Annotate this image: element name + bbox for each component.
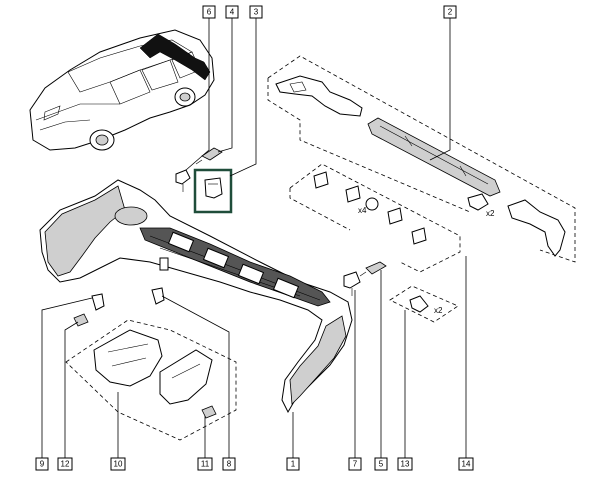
part-13-clip	[409, 295, 429, 313]
part-2-assembly	[267, 55, 576, 263]
callout-9: 9	[35, 457, 49, 471]
svg-text:10: 10	[114, 460, 123, 469]
part-14-outline	[289, 163, 461, 273]
part-5-screw	[359, 261, 387, 277]
callout-7: 7	[348, 457, 362, 471]
svg-text:8: 8	[227, 460, 232, 469]
svg-text:12: 12	[61, 460, 70, 469]
quantity-label-x2-bracket: x2	[486, 209, 495, 218]
part-4-screw	[195, 147, 223, 165]
svg-text:7: 7	[353, 460, 358, 469]
callout-8: 8	[222, 457, 236, 471]
svg-text:4: 4	[230, 8, 235, 17]
svg-text:3: 3	[254, 8, 259, 17]
callout-4: 4	[225, 5, 239, 19]
bumper-body	[39, 179, 353, 414]
leader-lines	[41, 18, 467, 458]
callout-6: 6	[202, 5, 216, 19]
part-3-highlight	[193, 168, 233, 214]
callout-13: 13	[397, 457, 413, 471]
svg-text:2: 2	[448, 8, 453, 17]
lower-bracket-group	[65, 287, 237, 441]
svg-text:5: 5	[379, 460, 384, 469]
callout-14: 14	[458, 457, 474, 471]
part-7-fastener	[343, 271, 361, 296]
part-6-clip	[175, 169, 191, 192]
callout-11: 11	[197, 457, 213, 471]
part-13-outline	[389, 285, 459, 323]
quantity-label-x4: x4	[358, 206, 367, 215]
callout-2: 2	[443, 5, 457, 19]
callout-10: 10	[110, 457, 126, 471]
direction-arrow	[139, 33, 211, 81]
svg-text:9: 9	[40, 460, 45, 469]
callout-12: 12	[57, 457, 73, 471]
callout-5: 5	[374, 457, 388, 471]
callout-1: 1	[286, 457, 300, 471]
car-illustration	[29, 29, 215, 151]
svg-text:1: 1	[291, 460, 296, 469]
svg-text:11: 11	[201, 460, 210, 469]
part-14-clips	[313, 171, 427, 245]
callout-3: 3	[249, 5, 263, 19]
svg-text:13: 13	[401, 460, 410, 469]
svg-text:14: 14	[462, 460, 471, 469]
svg-text:6: 6	[207, 8, 212, 17]
quantity-label-x2-clip: x2	[434, 306, 443, 315]
